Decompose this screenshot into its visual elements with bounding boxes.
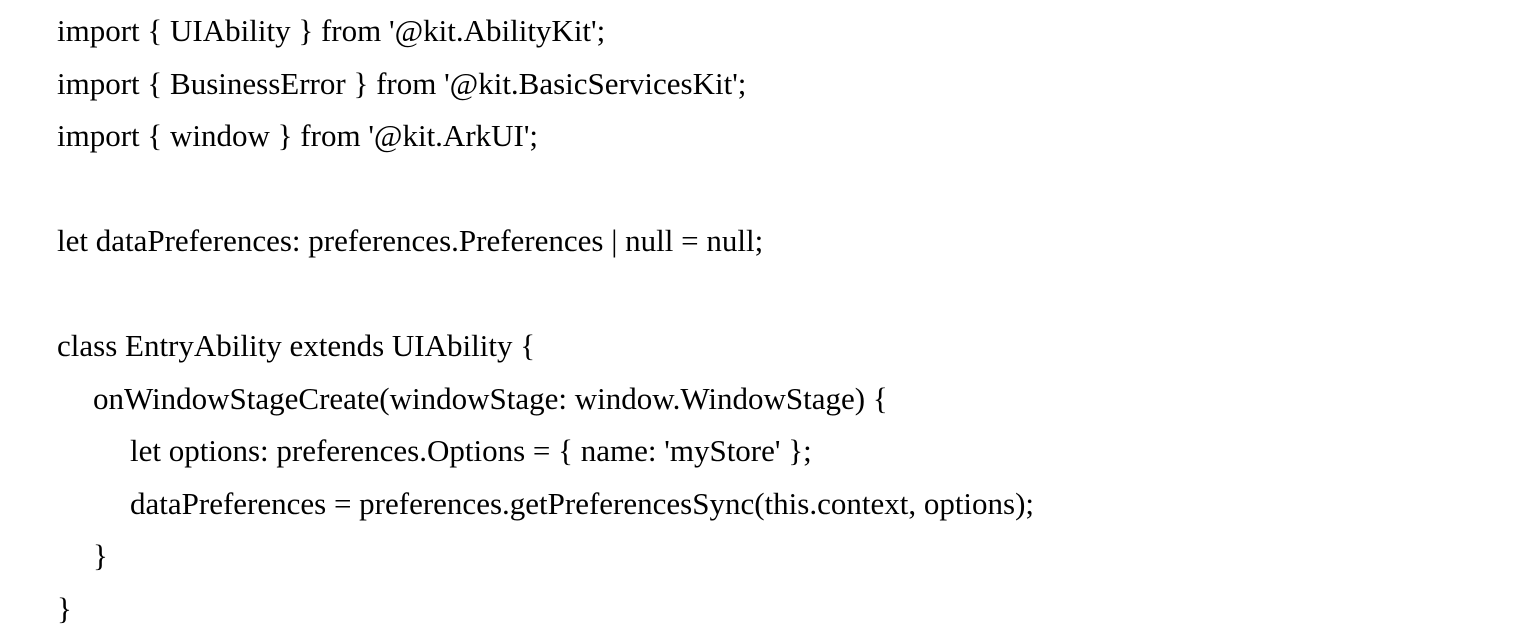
code-line <box>57 268 1498 321</box>
code-line: let options: preferences.Options = { nam… <box>130 433 812 468</box>
code-line: class EntryAbility extends UIAbility { <box>57 328 536 363</box>
code-line: import { BusinessError } from '@kit.Basi… <box>57 65 747 101</box>
code-line: } <box>93 538 108 573</box>
code-line: onWindowStageCreate(windowStage: window.… <box>93 380 888 416</box>
code-line <box>57 163 1498 216</box>
code-line: } <box>57 590 72 626</box>
code-line: dataPreferences = preferences.getPrefere… <box>130 485 1035 521</box>
code-line: import { UIAbility } from '@kit.AbilityK… <box>57 13 606 48</box>
code-line: import { window } from '@kit.ArkUI'; <box>57 118 539 153</box>
code-line: let dataPreferences: preferences.Prefere… <box>57 223 764 258</box>
